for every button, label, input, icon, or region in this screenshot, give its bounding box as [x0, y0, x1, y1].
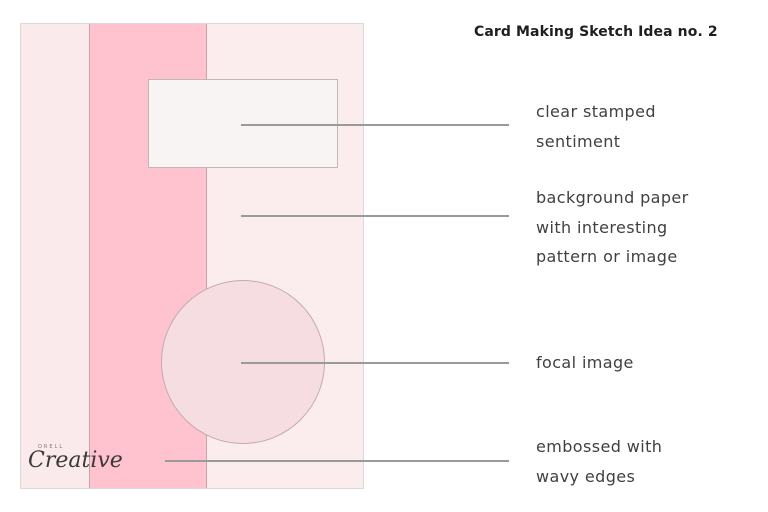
label-line: sentiment [536, 131, 621, 151]
label-line: focal image [536, 353, 634, 372]
label-line: with interesting [536, 217, 668, 237]
label-focal: focal image [536, 348, 634, 378]
label-background: background paper with interesting patter… [536, 183, 689, 272]
leader-line-sentiment [241, 124, 509, 126]
leader-line-focal [241, 362, 509, 364]
logo-small-text: ORELL [38, 444, 65, 450]
card-sketch [20, 23, 364, 489]
page-title: Card Making Sketch Idea no. 2 [474, 24, 718, 40]
sentiment-panel [148, 79, 338, 168]
label-line: wavy edges [536, 466, 636, 486]
leader-line-background [241, 215, 509, 217]
label-strip: embossed with wavy edges [536, 432, 662, 491]
leader-line-strip [165, 460, 509, 462]
brand-logo: ORELL Creative [26, 444, 123, 480]
label-line: pattern or image [536, 247, 678, 266]
label-line: clear stamped [536, 102, 656, 121]
label-sentiment: clear stamped sentiment [536, 97, 656, 156]
label-line: background paper [536, 188, 689, 207]
label-line: embossed with [536, 437, 663, 456]
logo-main-text: Creative [28, 448, 123, 473]
